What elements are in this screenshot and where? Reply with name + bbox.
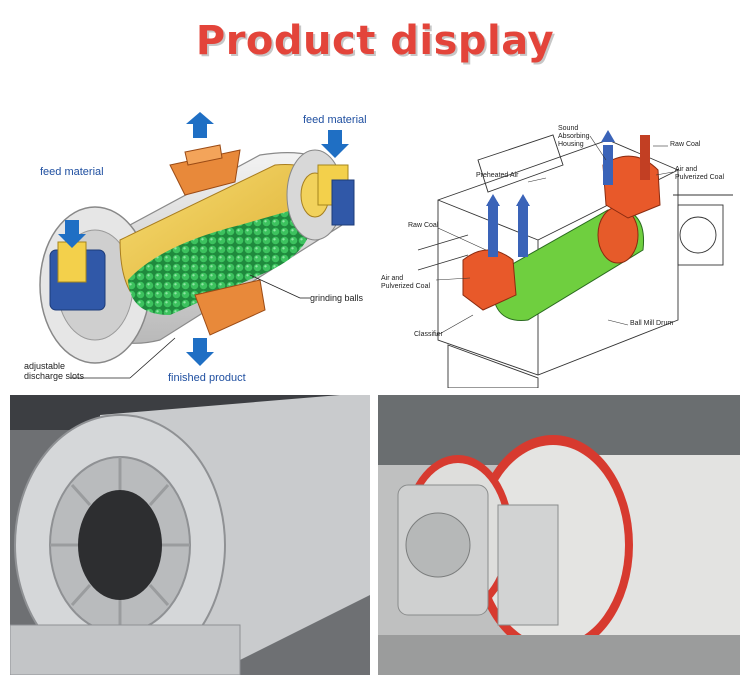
raw-coal-left-label: Raw Coal <box>408 222 439 229</box>
mill-end-photo <box>10 395 370 675</box>
preheated-air-label: Preheated Air <box>476 172 519 179</box>
feed-material-left-label: feed material <box>40 166 104 178</box>
ball-mill-drum-label: Ball Mill Drum <box>630 320 674 327</box>
grinding-balls-label: grinding balls <box>310 293 364 303</box>
feed-material-right-label: feed material <box>303 114 367 126</box>
mill-gear-photo <box>378 395 740 675</box>
raw-coal-top-label: Raw Coal <box>670 141 701 148</box>
page-title: Product display <box>195 18 555 64</box>
finished-product-label: finished product <box>168 372 246 384</box>
ball-mill-cutaway-diagram: feed material feed material grinding bal… <box>10 110 370 388</box>
classifier-label: Classifier <box>414 331 443 338</box>
